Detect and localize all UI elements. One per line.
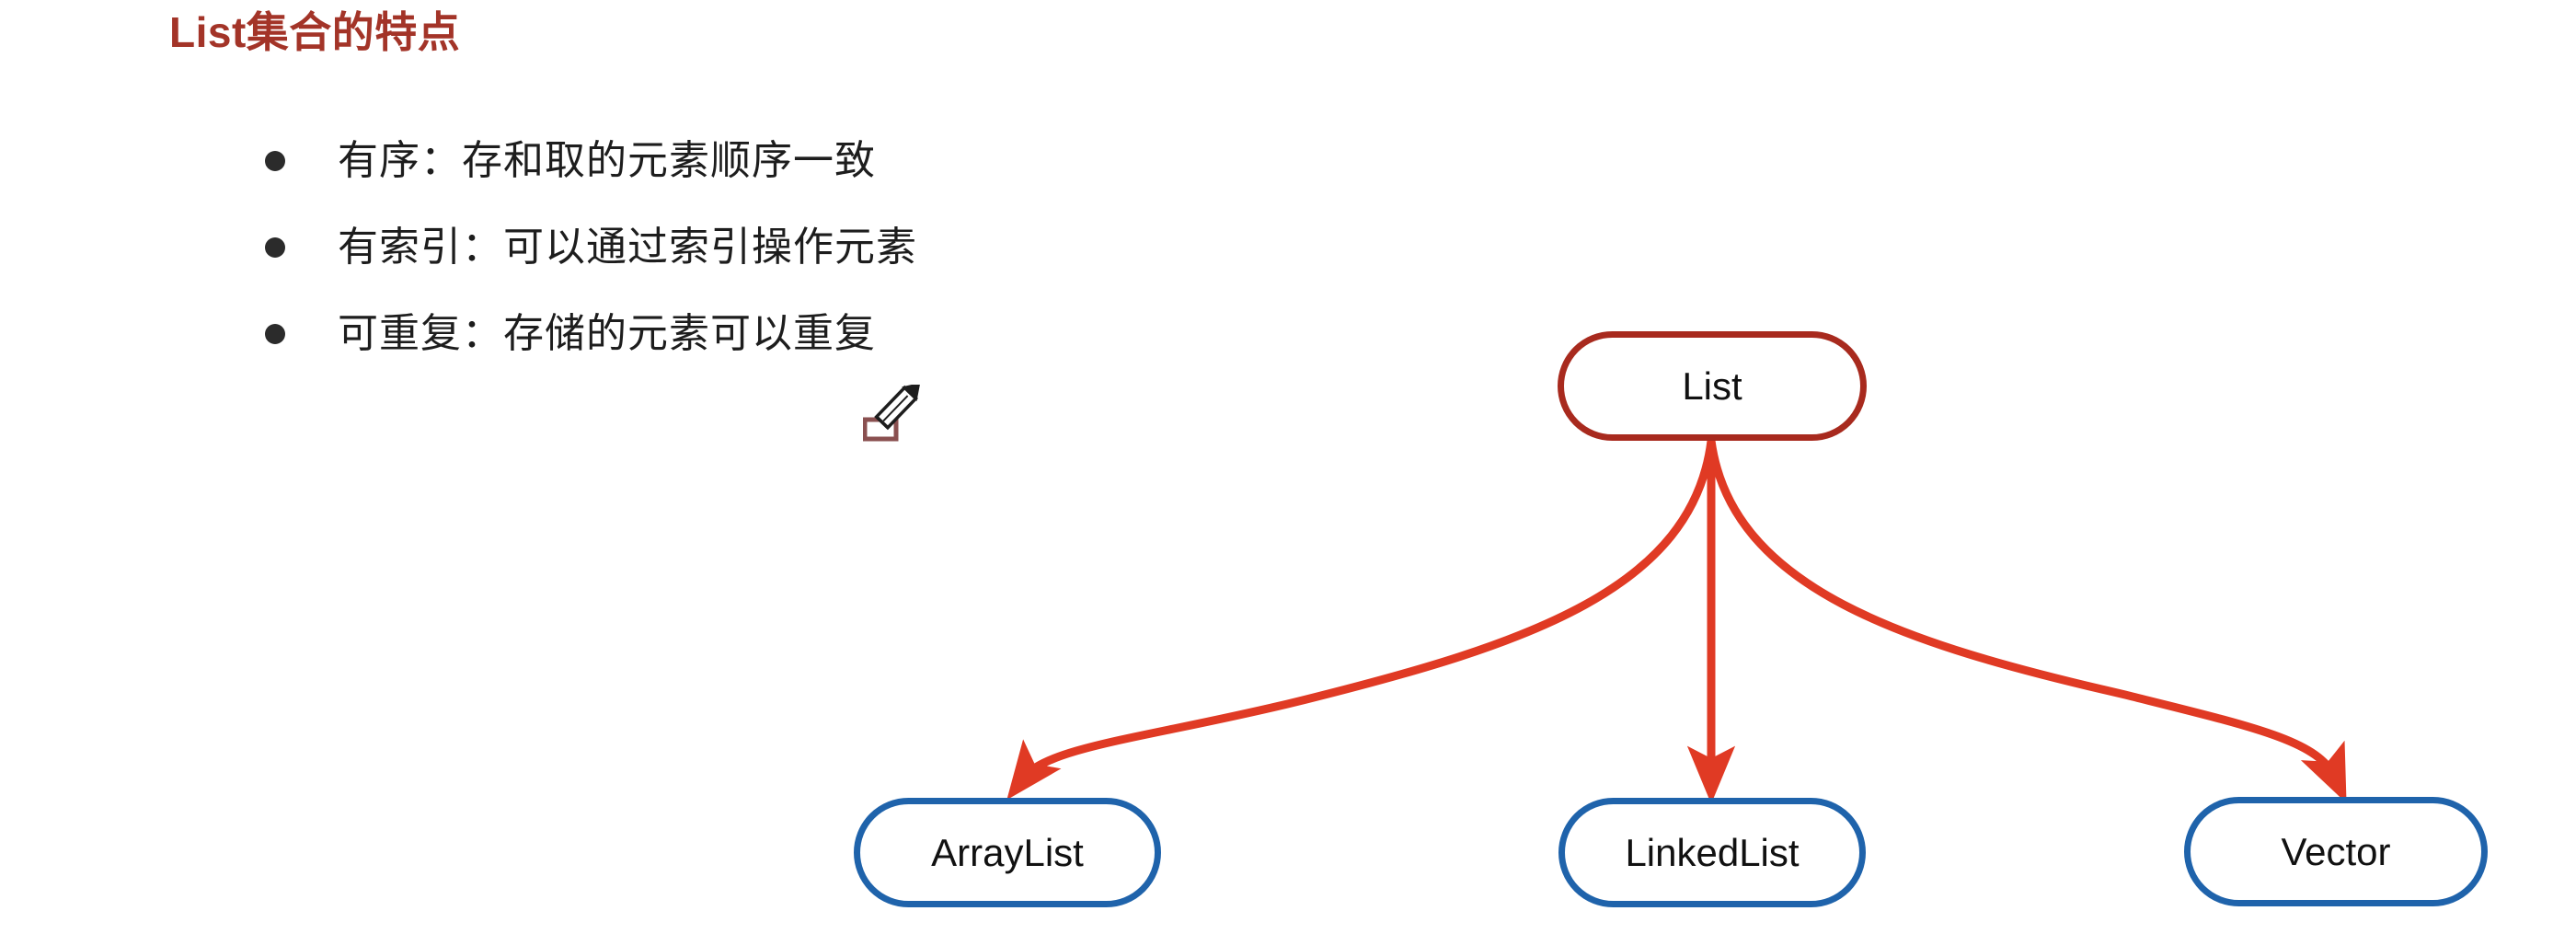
diagram-node-arraylist[interactable]: ArrayList (854, 798, 1161, 907)
edge-list-to-vector (1707, 440, 2347, 803)
page-title: List集合的特点 (169, 8, 461, 56)
bullet-dot-icon (265, 324, 285, 344)
diagram-node-label: List (1682, 363, 1742, 408)
list-item: 可重复：存储的元素可以重复 (265, 291, 917, 377)
bullet-dot-icon (265, 151, 285, 171)
edge-list-to-arraylist (1006, 440, 1716, 801)
diagram-node-label: ArrayList (931, 830, 1084, 874)
diagram-node-label: Vector (2281, 829, 2391, 873)
list-item: 有序：存和取的元素顺序一致 (265, 118, 917, 204)
diagram-node-label: LinkedList (1625, 830, 1800, 874)
feature-bullet-list: 有序：存和取的元素顺序一致 有索引：可以通过索引操作元素 可重复：存储的元素可以… (265, 118, 917, 377)
diagram-node-vector[interactable]: Vector (2184, 797, 2488, 906)
bullet-dot-icon (265, 237, 285, 258)
list-item-label: 有索引：可以通过索引操作元素 (338, 225, 917, 270)
list-item-label: 可重复：存储的元素可以重复 (338, 311, 876, 356)
pencil-cursor-icon (863, 385, 927, 449)
list-item: 有索引：可以通过索引操作元素 (265, 204, 917, 291)
diagram-node-list[interactable]: List (1558, 331, 1867, 441)
list-item-label: 有序：存和取的元素顺序一致 (338, 138, 876, 183)
diagram-node-linkedlist[interactable]: LinkedList (1558, 798, 1866, 907)
